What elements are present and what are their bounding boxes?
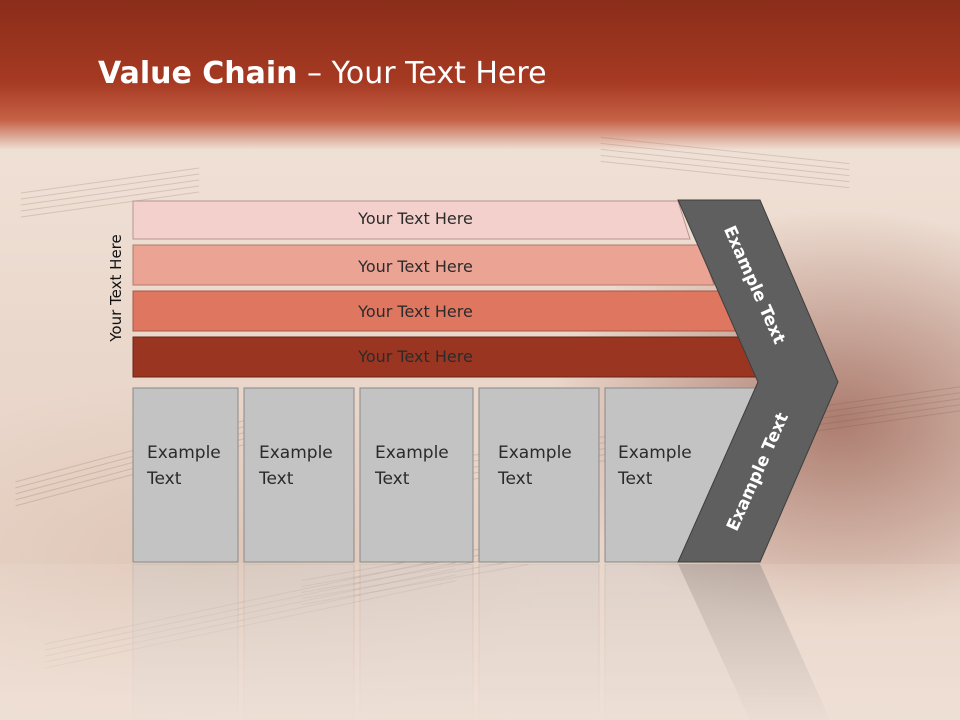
box-5-label: Example Text [618, 443, 692, 489]
reflection-fade [0, 564, 960, 720]
bar-2[interactable] [132, 244, 715, 286]
bar-4-label: Your Text Here [358, 347, 473, 366]
title-bold: Value Chain [98, 56, 298, 91]
box-4[interactable] [478, 387, 600, 563]
box-3-label: Example Text [375, 443, 449, 489]
title-rest: – Your Text Here [297, 56, 547, 91]
bar-3-label: Your Text Here [358, 302, 473, 321]
box-4-label: Example Text [498, 443, 572, 489]
box-1[interactable] [132, 387, 239, 563]
bar-1[interactable] [132, 200, 691, 240]
bar-1-label: Your Text Here [358, 209, 473, 228]
box-2-label: Example Text [259, 443, 333, 489]
box-1-label: Example Text [147, 443, 221, 489]
bar-2-label: Your Text Here [358, 257, 473, 276]
page-title: Value Chain – Your Text Here [98, 56, 547, 91]
box-3[interactable] [359, 387, 474, 563]
chevron-arrow[interactable] [677, 199, 839, 563]
box-2[interactable] [243, 387, 355, 563]
title-banner [0, 0, 960, 150]
